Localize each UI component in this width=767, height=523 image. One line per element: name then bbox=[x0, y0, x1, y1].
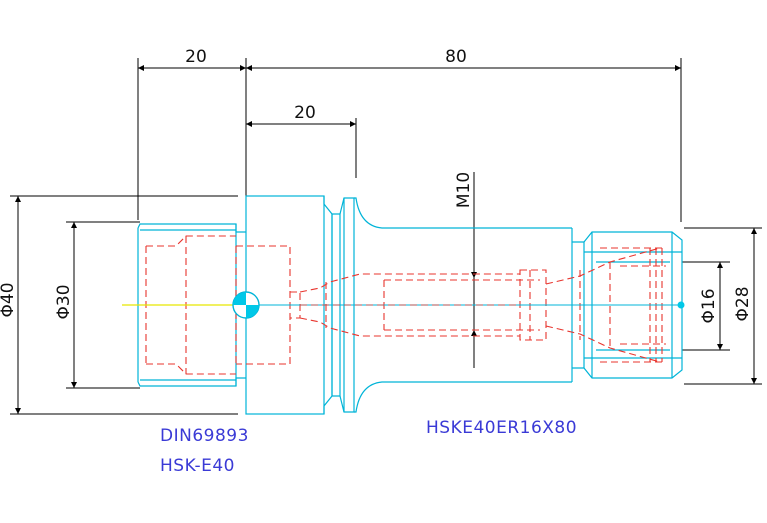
end-point-marker bbox=[677, 301, 685, 309]
dim-shank-diameter: Φ30 bbox=[54, 284, 74, 319]
dim-collet-bore: Φ16 bbox=[699, 288, 719, 323]
dim-top-left-length: 20 bbox=[185, 47, 207, 67]
dim-flange-length: 20 bbox=[294, 103, 316, 123]
dim-outer-diameter: Φ40 bbox=[0, 282, 18, 317]
dim-thread: M10 bbox=[454, 172, 474, 208]
datum-symbol bbox=[232, 291, 260, 319]
dim-nut-diameter: Φ28 bbox=[733, 286, 753, 321]
part-number-label: HSKE40ER16X80 bbox=[426, 418, 578, 438]
dimension-lines bbox=[10, 58, 762, 415]
dim-overall-length: 80 bbox=[445, 47, 467, 67]
interface-label: HSK-E40 bbox=[160, 456, 235, 476]
standard-label: DIN69893 bbox=[160, 426, 249, 446]
